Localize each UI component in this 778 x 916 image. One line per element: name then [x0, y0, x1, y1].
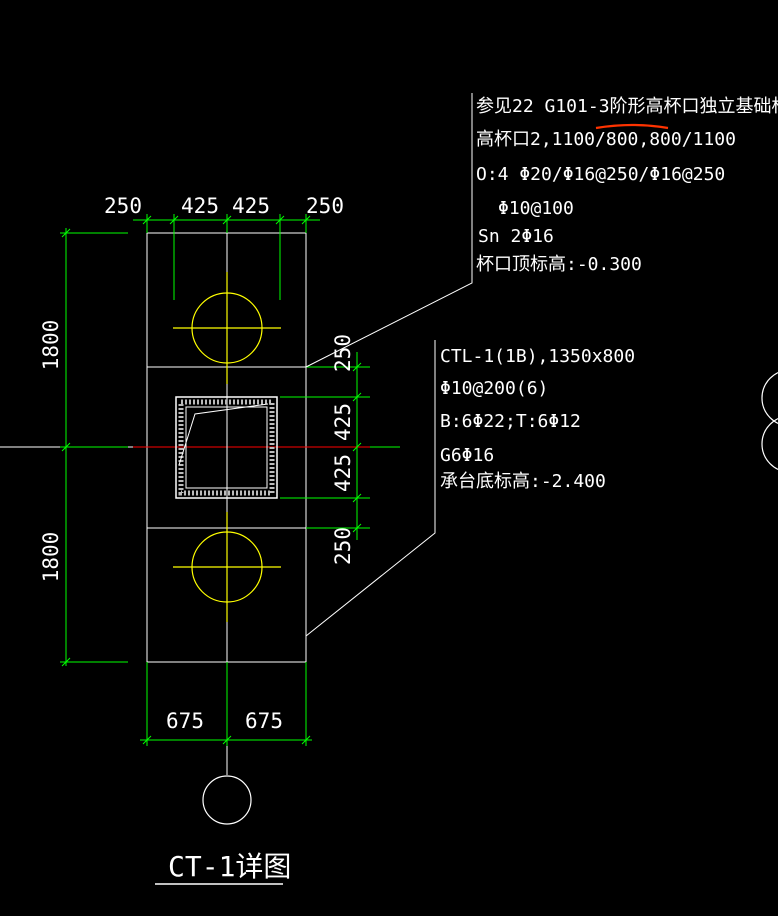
dim-bottom-2: 675	[245, 709, 283, 733]
dimension-top	[133, 214, 320, 300]
dimension-left	[60, 228, 128, 667]
grid-bubble-bottom	[202, 775, 252, 825]
dimension-bottom	[140, 662, 312, 746]
dim-bottom-1: 675	[166, 709, 204, 733]
cup-section-cut	[178, 403, 269, 466]
cup-note-line-1: 参见22 G101-3阶形高杯口独立基础标注规则	[476, 96, 778, 117]
dim-top-4: 250	[306, 194, 344, 218]
cup-outer	[175, 396, 278, 499]
detail-title: CT-1详图	[168, 850, 291, 883]
cup-wall-hatch	[178, 399, 275, 496]
dim-left-1: 1800	[39, 320, 63, 371]
cap-note-line-4: G6Φ16	[440, 445, 494, 466]
cup-note-line-3: O:4 Φ20/Φ16@250/Φ16@250	[476, 164, 725, 185]
cup-note-line-6: 杯口顶标高:-0.300	[476, 254, 642, 275]
high-cup-column	[175, 396, 278, 499]
cup-note: 参见22 G101-3阶形高杯口独立基础标注规则 高杯口2,1100/800,8…	[476, 96, 778, 275]
cup-inner	[185, 406, 268, 489]
cap-note-line-3: B:6Φ22;T:6Φ12	[440, 411, 581, 432]
cup-note-line-4: Φ10@100	[498, 198, 574, 219]
highlight-underline-mark	[595, 123, 669, 130]
dim-right-2: 425	[331, 403, 355, 441]
cap-note-line-5: 承台底标高:-2.400	[440, 471, 606, 492]
cup-note-line-2: 高杯口2,1100/800,800/1100	[476, 129, 736, 150]
cup-note-leader	[305, 93, 473, 368]
grid-bubbles-right-edge	[761, 372, 778, 470]
dimension-right	[280, 352, 400, 540]
dim-right-1: 250	[331, 334, 355, 372]
dim-right-4: 250	[331, 527, 355, 565]
cap-note: CTL-1(1B),1350x800 Φ10@200(6) B:6Φ22;T:6…	[440, 346, 635, 492]
dim-top-1: 250	[104, 194, 142, 218]
dim-top-3: 425	[232, 194, 270, 218]
cup-note-line-5: Sn 2Φ16	[478, 226, 554, 247]
cap-note-line-2: Φ10@200(6)	[440, 378, 548, 399]
cap-note-leader	[305, 340, 436, 637]
dim-left-2: 1800	[39, 532, 63, 583]
cap-note-line-1: CTL-1(1B),1350x800	[440, 346, 635, 367]
dim-top-2: 425	[181, 194, 219, 218]
dim-right-3: 425	[331, 454, 355, 492]
leader-lines	[305, 93, 473, 637]
piles	[173, 272, 281, 622]
